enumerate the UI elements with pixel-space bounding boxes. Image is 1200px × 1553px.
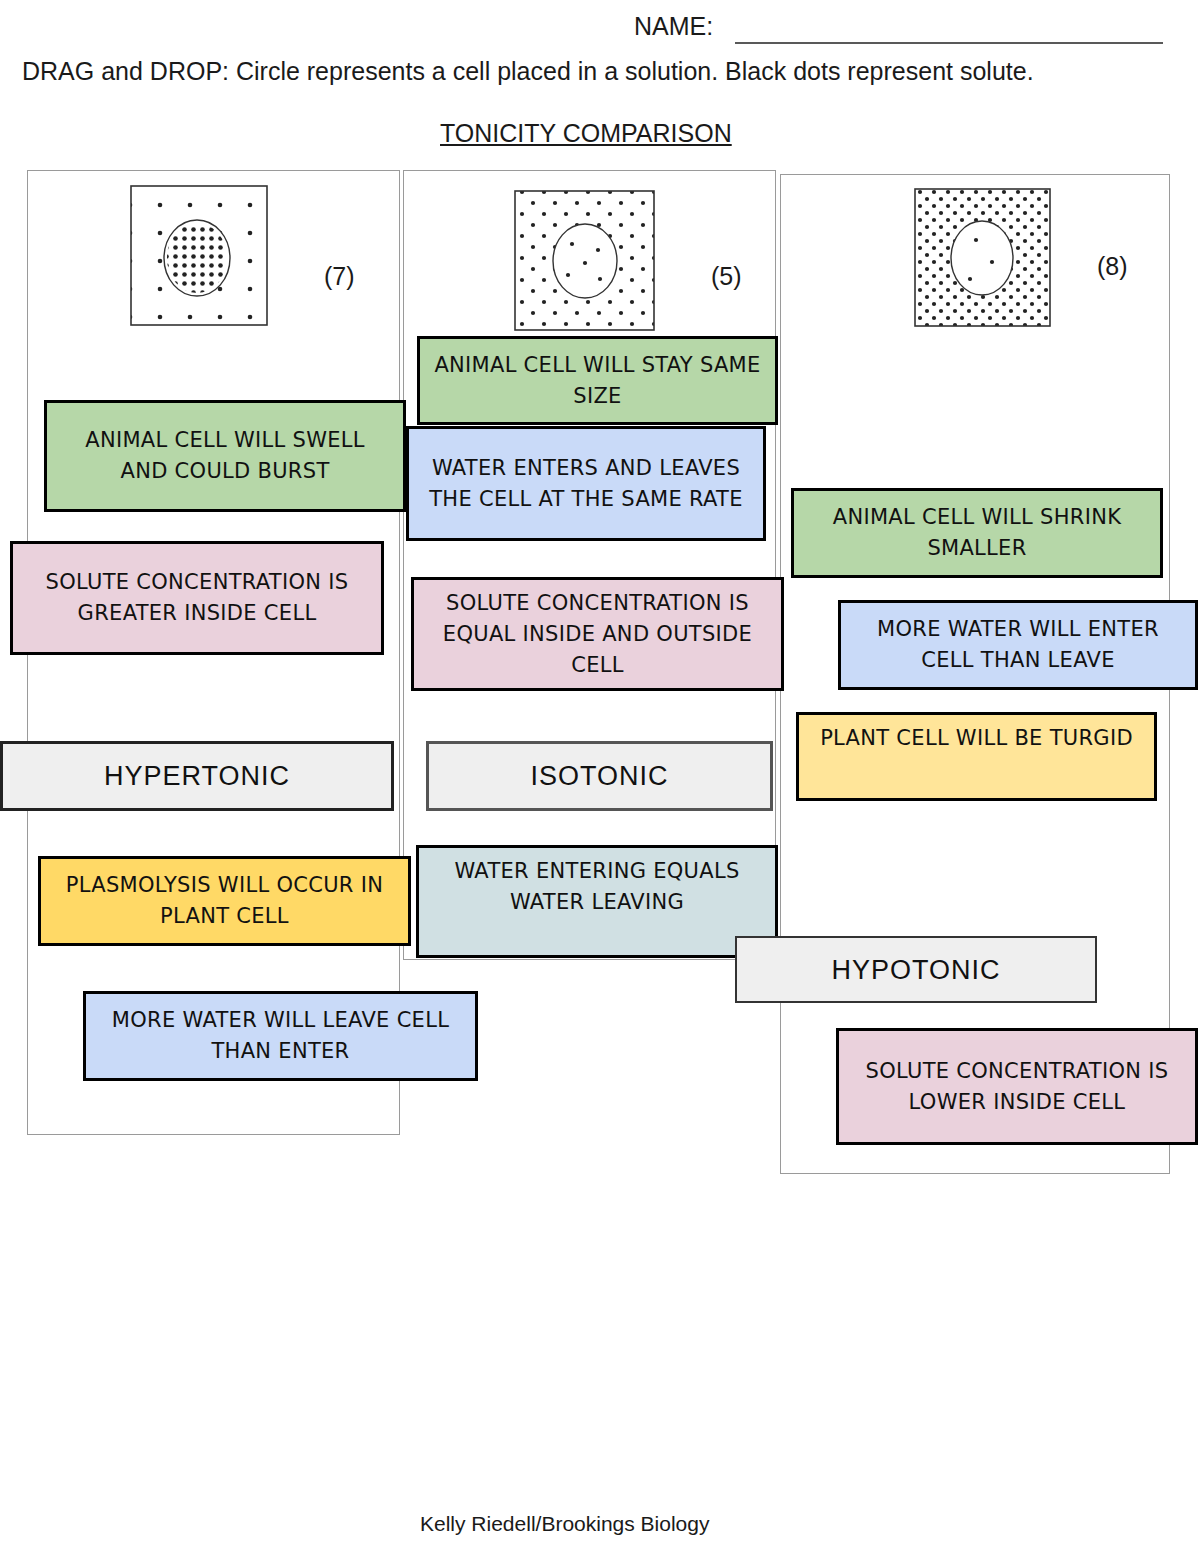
solute-dots — [968, 238, 994, 281]
card-text: ANIMAL CELL WILL SHRINK SMALLER — [808, 502, 1146, 564]
statement-card: SOLUTE CONCENTRATION IS GREATER INSIDE C… — [10, 541, 384, 655]
credit-caption: Kelly Riedell/Brookings Biology — [420, 1512, 709, 1536]
solution-square — [515, 191, 654, 330]
card-text: SOLUTE CONCENTRATION IS GREATER INSIDE C… — [27, 567, 367, 629]
cell-circle — [553, 224, 617, 298]
callout-number: (5) — [711, 262, 742, 291]
statement-card: MORE WATER WILL ENTER CELL THAN LEAVE — [838, 600, 1198, 690]
answer-column: (8)ANIMAL CELL WILL SHRINK SMALLERMORE W… — [780, 174, 1170, 1174]
card-text: WATER ENTERING EQUALS WATER LEAVING — [433, 856, 761, 918]
cell-circle — [164, 220, 230, 296]
instruction-text: DRAG and DROP: Circle represents a cell … — [22, 57, 1034, 86]
card-text: HYPOTONIC — [831, 954, 1000, 986]
statement-card: MORE WATER WILL LEAVE CELL THAN ENTER — [83, 991, 478, 1081]
card-text: ANIMAL CELL WILL SWELL AND COULD BURST — [61, 425, 389, 487]
name-line — [735, 42, 1163, 44]
card-text: MORE WATER WILL LEAVE CELL THAN ENTER — [100, 1005, 461, 1067]
card-text: WATER ENTERS AND LEAVES THE CELL AT THE … — [423, 453, 749, 515]
solute-dots — [566, 242, 602, 281]
statement-card: SOLUTE CONCENTRATION IS EQUAL INSIDE AND… — [411, 577, 784, 691]
statement-card: SOLUTE CONCENTRATION IS LOWER INSIDE CEL… — [836, 1028, 1198, 1145]
statement-card: ANIMAL CELL WILL SHRINK SMALLER — [791, 488, 1163, 578]
answer-column: (5) ANIMAL CELL WILL STAY SAME SIZE WATER … — [403, 170, 776, 960]
term-card: ISOTONIC — [426, 741, 773, 811]
card-text: ANIMAL CELL WILL STAY SAME SIZE — [434, 350, 761, 412]
answer-column: (7) ANIMAL CELL WILL SWELL AND COULD BURS… — [27, 170, 400, 1135]
callout-number: (8) — [1097, 252, 1128, 281]
statement-card: ANIMAL CELL WILL STAY SAME SIZE — [417, 336, 778, 425]
card-text: PLANT CELL WILL BE TURGID — [820, 723, 1133, 754]
card-text: ISOTONIC — [530, 760, 668, 792]
card-text: MORE WATER WILL ENTER CELL THAN LEAVE — [855, 614, 1181, 676]
statement-card: WATER ENTERING EQUALS WATER LEAVING — [416, 845, 778, 958]
solution-square — [131, 186, 267, 325]
card-text: SOLUTE CONCENTRATION IS EQUAL INSIDE AND… — [428, 588, 767, 681]
term-card: HYPOTONIC — [735, 936, 1097, 1003]
term-card: HYPERTONIC — [0, 741, 394, 811]
name-label: NAME: — [634, 12, 713, 41]
statement-card: WATER ENTERS AND LEAVES THE CELL AT THE … — [406, 426, 766, 541]
statement-card: PLASMOLYSIS WILL OCCUR IN PLANT CELL — [38, 856, 411, 946]
card-text: SOLUTE CONCENTRATION IS LOWER INSIDE CEL… — [853, 1056, 1181, 1118]
statement-card: ANIMAL CELL WILL SWELL AND COULD BURST — [44, 400, 406, 512]
solution-square — [915, 189, 1050, 326]
card-text: HYPERTONIC — [104, 760, 290, 792]
card-text: PLASMOLYSIS WILL OCCUR IN PLANT CELL — [55, 870, 394, 932]
solute-dots — [167, 223, 227, 293]
callout-number: (7) — [324, 262, 355, 291]
cell-circle — [951, 221, 1013, 295]
statement-card: PLANT CELL WILL BE TURGID — [796, 712, 1157, 801]
worksheet-title: TONICITY COMPARISON — [440, 119, 732, 148]
